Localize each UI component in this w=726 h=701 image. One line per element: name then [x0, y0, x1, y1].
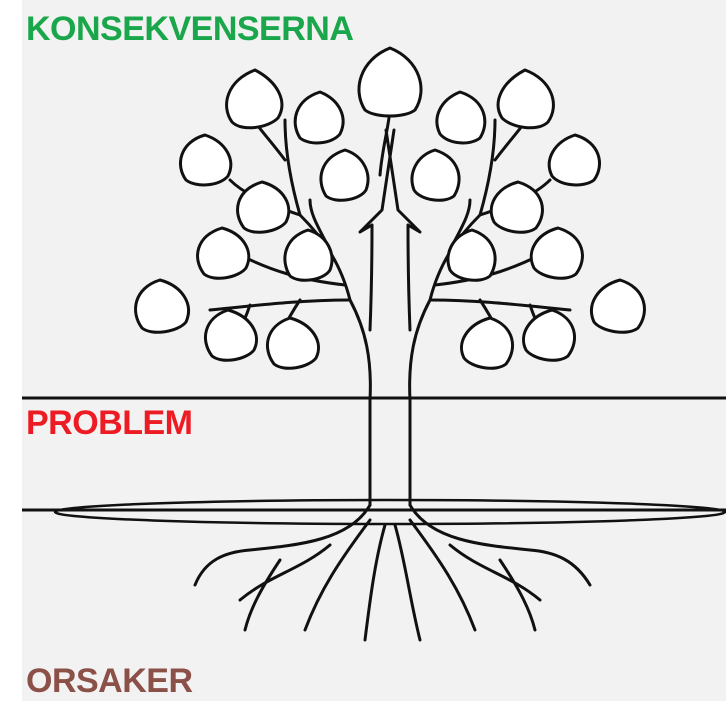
leaf [227, 70, 282, 128]
roots [195, 505, 590, 640]
leaf [359, 48, 421, 116]
leaf [205, 310, 256, 360]
consequences-label: KONSEKVENSERNA [26, 12, 353, 46]
leaf [295, 92, 343, 143]
leaf [524, 310, 575, 360]
leaf [462, 318, 513, 368]
leaf [267, 318, 318, 368]
leaf [437, 92, 485, 143]
problem-label: PROBLEM [26, 406, 193, 440]
trunk [350, 300, 430, 505]
leaf [549, 135, 599, 185]
ground-line [55, 500, 725, 524]
leaf [491, 182, 542, 232]
leaf [412, 150, 459, 200]
leaf [531, 228, 582, 278]
leaf [198, 228, 249, 278]
causes-label: ORSAKER [26, 664, 193, 698]
leaf [592, 280, 645, 332]
leaf [180, 135, 230, 185]
leaf [498, 70, 553, 128]
leaves [136, 48, 645, 368]
leaf [321, 150, 368, 200]
leaf [238, 182, 289, 232]
leaf [136, 280, 189, 332]
tree-icon [55, 48, 725, 640]
